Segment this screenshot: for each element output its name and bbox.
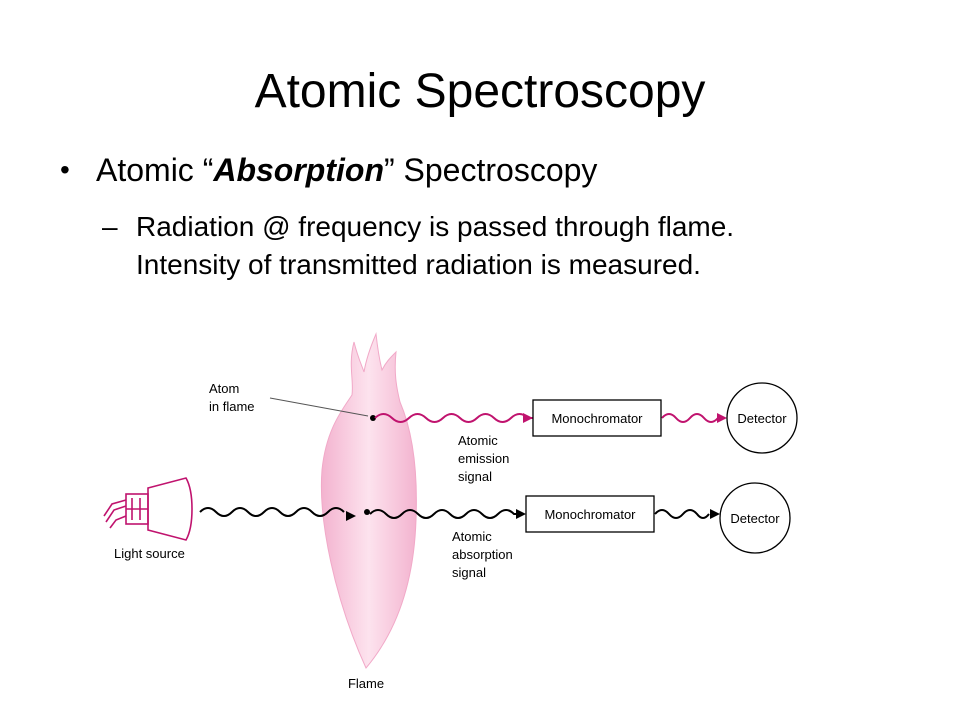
atom-dot-top xyxy=(370,415,376,421)
absorption-arrow-1 xyxy=(516,509,526,519)
sub-bullet-text: Radiation @ frequency is passed through … xyxy=(136,208,896,284)
bullet-emphasis: Absorption xyxy=(213,152,384,188)
absorption-label-line-2: absorption xyxy=(452,547,513,562)
monochromator-label-top: Monochromator xyxy=(551,411,643,426)
emission-arrow-2 xyxy=(717,413,727,423)
absorption-wave-1 xyxy=(369,509,520,519)
monochromator-box-bottom xyxy=(525,495,655,533)
detector-circle-top xyxy=(726,382,798,454)
absorption-label-line-3: signal xyxy=(452,565,486,580)
bullet-text: Atomic “Absorption” Spectroscopy xyxy=(96,150,597,190)
sub-bullet-dash: – xyxy=(102,211,118,242)
detector-circle-bottom xyxy=(719,482,791,554)
light-source-lamp xyxy=(103,477,193,541)
monochromator-label-bottom: Monochromator xyxy=(544,507,636,522)
emission-label-line-2: emission xyxy=(458,451,509,466)
bullet-suffix: ” Spectroscopy xyxy=(383,152,598,188)
flame-shape xyxy=(320,332,417,669)
sub-bullet-line-2: Intensity of transmitted radiation is me… xyxy=(136,249,701,280)
source-wave xyxy=(199,507,345,517)
light-source-label: Light source xyxy=(114,546,185,561)
bullet-dot: • xyxy=(60,154,70,185)
bullet-prefix: Atomic “ xyxy=(96,152,214,188)
atom-leader-line xyxy=(269,397,369,417)
emission-wave-1 xyxy=(374,413,533,423)
emission-label-line-1: Atomic xyxy=(458,433,498,448)
atom-dot-bottom xyxy=(364,509,370,515)
atom-label-line-1: Atom xyxy=(209,381,239,396)
absorption-arrow-2 xyxy=(710,509,720,519)
atom-label-line-2: in flame xyxy=(209,399,255,414)
detector-label-bottom: Detector xyxy=(730,511,780,526)
emission-arrow-1 xyxy=(523,413,533,423)
emission-wave-2 xyxy=(661,413,719,423)
detector-label-top: Detector xyxy=(737,411,787,426)
source-arrow xyxy=(346,511,356,521)
absorption-label-line-1: Atomic xyxy=(452,529,492,544)
slide-title: Atomic Spectroscopy xyxy=(254,65,706,118)
monochromator-box-top xyxy=(532,399,662,437)
emission-label-line-3: signal xyxy=(458,469,492,484)
sub-bullet-line-1: Radiation @ frequency is passed through … xyxy=(136,211,735,242)
flame-label: Flame xyxy=(348,676,384,691)
absorption-wave-2 xyxy=(654,509,710,519)
